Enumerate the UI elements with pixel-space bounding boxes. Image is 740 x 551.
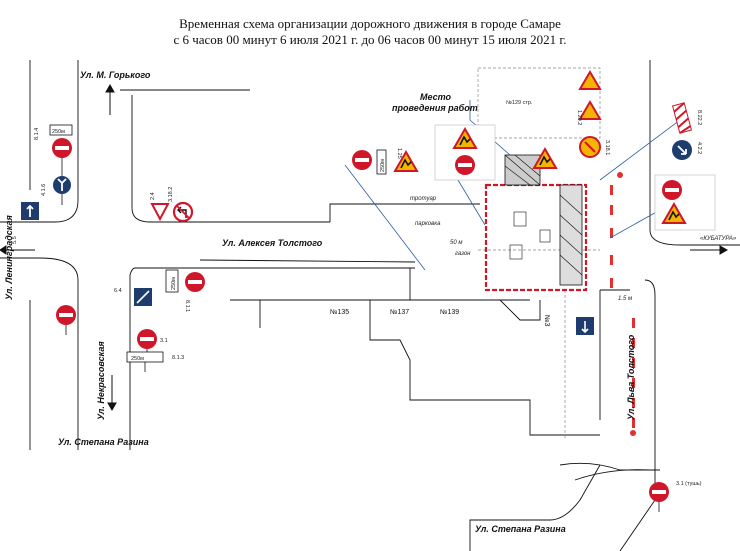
plate-250-d: 250м — [380, 159, 386, 172]
building-139: №139 — [440, 309, 459, 316]
street-alekseya-tolstogo: Ул. Алексея Толстого — [222, 238, 323, 248]
code-4-1-6: 4.1.6 — [41, 184, 47, 196]
plate-250-a: 250м — [52, 129, 65, 135]
building-3: №3 — [543, 315, 550, 327]
direction-arrows — [0, 83, 729, 412]
no-entry-sign — [455, 155, 475, 175]
keep-right-sign — [672, 140, 692, 160]
one-way-blue-sign — [21, 202, 39, 220]
parking-label: парковка — [415, 221, 441, 227]
code-8-22-2: 8.22.2 — [696, 110, 702, 125]
detour-sign — [576, 317, 594, 335]
building-137: №137 — [390, 309, 409, 316]
code-1-25: 1.25 — [396, 148, 402, 159]
no-entry-sign — [662, 180, 682, 200]
code-8-1-1: 8.1.1 — [184, 300, 190, 312]
distance-15-label: 1.5 м — [618, 296, 632, 302]
no-entry-sign — [52, 138, 72, 158]
distance-plate-d — [376, 149, 387, 175]
work-site-area — [484, 154, 588, 292]
no-entry-sign — [137, 329, 157, 349]
scheme-title-line1: Временная схема организации дорожного дв… — [179, 16, 561, 31]
no-left-turn-sign — [172, 201, 194, 223]
code-3-1: 3.1 — [160, 338, 168, 344]
leader-lines — [344, 100, 681, 271]
barrier-sign — [671, 102, 693, 134]
no-entry-sign — [56, 305, 76, 325]
sidewalk-label: тротуар — [410, 196, 437, 202]
street-lva-tolstogo: Ул. Льва Толстого — [626, 334, 636, 420]
code-3-18-1: 3.18.1 — [604, 140, 610, 155]
give-way-sign — [150, 203, 170, 222]
no-entry-sign — [352, 150, 372, 170]
no-entry-sign — [185, 272, 205, 292]
plate-250-b: 250м — [171, 277, 177, 290]
road-edges — [0, 60, 740, 551]
fence-markers — [610, 172, 636, 436]
code-5-5: 5.5 — [12, 236, 18, 244]
code-2-4: 2.4 — [150, 192, 156, 200]
warning-sign — [578, 70, 602, 90]
street-nekrasovskaya: Ул. Некрасовская — [96, 341, 106, 420]
code-8-1-3: 8.1.3 — [172, 355, 184, 361]
no-entry-sign — [649, 482, 669, 502]
code-8-1-4: 8.1.4 — [34, 128, 40, 140]
code-1-20-2: 1.20.2 — [576, 110, 582, 125]
sign-posts — [61, 158, 660, 512]
kubatura-label: «КУБАТУРА» — [700, 236, 737, 242]
lane-info-sign — [134, 288, 152, 306]
building-135: №135 — [330, 309, 349, 316]
street-razina-left: Ул. Степана Разина — [58, 437, 149, 447]
lawn-label: газон — [455, 251, 471, 257]
work-site-label-2: проведения работ — [392, 103, 478, 113]
no-turn-sign — [579, 136, 601, 158]
scheme-title-line2: с 6 часов 00 минут 6 июля 2021 г. до 06 … — [173, 32, 567, 47]
street-gorkogo: Ул. М. Горького — [80, 70, 151, 80]
building-129: №129 стр. — [506, 100, 533, 106]
code-3-1-tush: 3.1 (тушь) — [676, 481, 702, 487]
plate-250-c: 250м — [131, 356, 144, 362]
street-razina-bottom: Ул. Степана Разина — [475, 524, 566, 534]
warning-sign — [578, 100, 602, 120]
code-3-18-2: 3.18.2 — [168, 187, 174, 202]
work-site-label-1: Место — [420, 92, 452, 102]
code-4-2-2: 4.2.2 — [696, 142, 702, 154]
distance-50-label: 50 м — [450, 240, 462, 246]
distance-plate-a — [49, 124, 73, 136]
distance-plate-b — [165, 269, 179, 293]
street-leningradskaya: Ул. Ленинградская — [4, 215, 14, 300]
round-blue-sign — [53, 176, 71, 194]
code-6-4: 6.4 — [114, 288, 122, 294]
